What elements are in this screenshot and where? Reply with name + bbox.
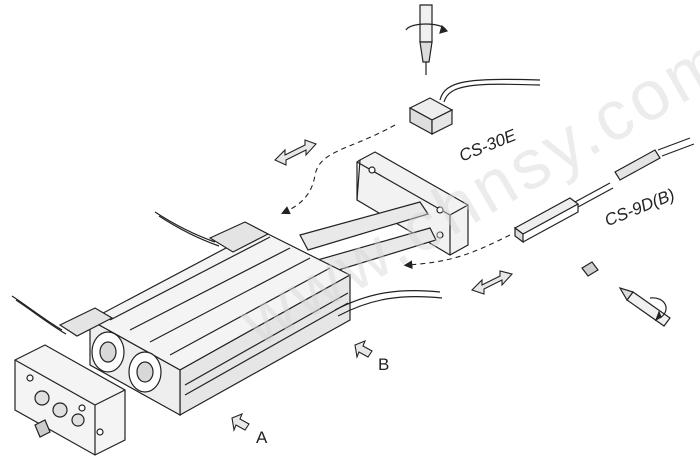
insertion-paths <box>281 124 511 270</box>
lead-wires <box>11 211 443 335</box>
label-direction-a: A <box>256 428 268 447</box>
sensor-cs30e <box>408 78 541 136</box>
screwdriver-side-icon <box>581 261 671 327</box>
label-direction-b: B <box>378 355 390 374</box>
move-arrow-side <box>470 270 514 295</box>
screwdriver-top-icon <box>405 4 449 75</box>
cylinder-body <box>14 151 469 456</box>
sensor-cs9db <box>513 137 695 244</box>
direction-arrow-a <box>231 413 250 433</box>
move-arrow-top <box>274 139 317 166</box>
direction-arrow-b <box>354 340 373 360</box>
